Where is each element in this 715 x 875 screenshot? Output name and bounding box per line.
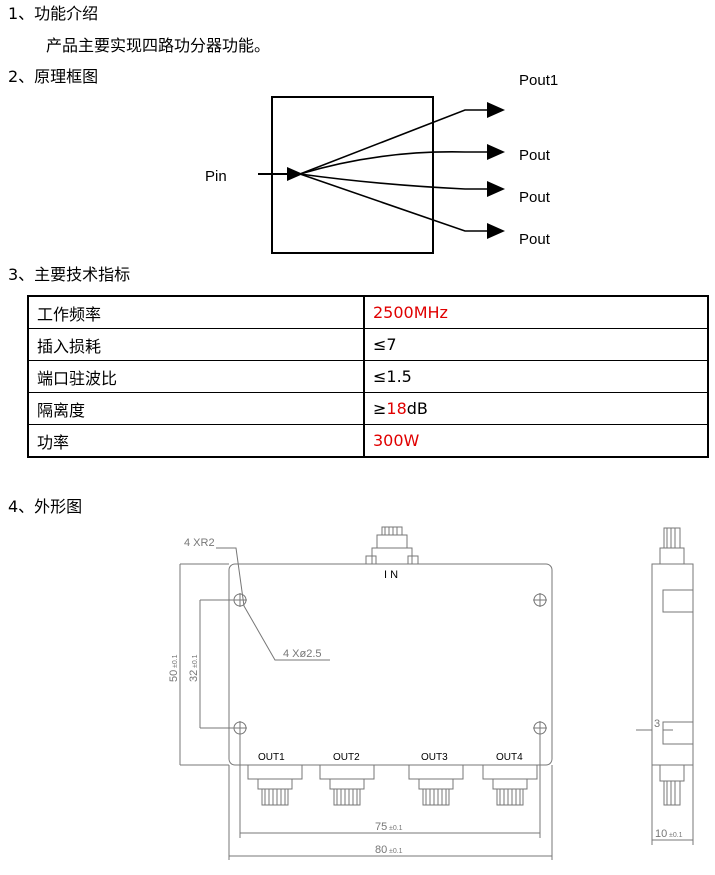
hole-pitch-dimension: 75 xyxy=(375,821,387,833)
spec-value: 300W xyxy=(363,424,709,458)
splitter-body xyxy=(228,563,553,766)
section-4-title: 4、外形图 xyxy=(8,497,83,516)
side-offset-dimension: 3 xyxy=(654,718,660,730)
side-connector-icon xyxy=(659,527,685,565)
corner-radius-label: 4 XR2 xyxy=(184,537,215,549)
table-row: 工作频率 2500MHz xyxy=(27,295,709,329)
output-port-label: OUT1 xyxy=(258,752,285,763)
output-connector-icon xyxy=(408,764,464,806)
output-connector-icon xyxy=(247,764,303,806)
width-dimension: 80 xyxy=(375,844,387,856)
pin-label: Pin xyxy=(205,168,227,185)
spec-value: ≤1.5 xyxy=(363,360,709,393)
hole-span-dimension: 32 xyxy=(188,670,200,682)
spec-name: 隔离度 xyxy=(27,392,365,425)
svg-text:±0.1: ±0.1 xyxy=(669,832,683,839)
mount-hole-icon xyxy=(533,593,547,607)
block-diagram: Pin Pout1 Pout Pout Pout xyxy=(205,72,558,254)
svg-text:±0.1: ±0.1 xyxy=(389,825,403,832)
function-description: 产品主要实现四路功分器功能。 xyxy=(46,36,271,55)
height-dimension: 50 xyxy=(168,670,180,682)
spec-name: 端口驻波比 xyxy=(27,360,365,393)
output-arrow-icon xyxy=(487,181,505,197)
table-row: 端口驻波比 ≤1.5 xyxy=(27,360,709,393)
output-connector-icon xyxy=(319,764,375,806)
output-connector-icon xyxy=(482,764,538,806)
section-1-title: 1、功能介绍 xyxy=(8,4,99,23)
input-connector-icon xyxy=(365,526,419,565)
output-port-label: OUT3 xyxy=(421,752,448,763)
spec-value: ≤7 xyxy=(363,328,709,361)
output-arrow-icon xyxy=(487,223,505,239)
output-port-label: OUT2 xyxy=(333,752,360,763)
output-port-label: OUT4 xyxy=(496,752,523,763)
hole-size-label: 4 Xø2.5 xyxy=(283,648,322,660)
spec-name: 工作频率 xyxy=(27,295,365,329)
svg-text:±0.1: ±0.1 xyxy=(172,654,179,668)
table-row: 插入损耗 ≤7 xyxy=(27,328,709,361)
thickness-dimension: 10 xyxy=(655,828,667,840)
table-row: 隔离度 ≥18dB xyxy=(27,392,709,425)
side-view-body xyxy=(651,563,694,766)
output-arrow-icon xyxy=(487,144,505,160)
outline-drawing: 4 XR2 4 Xø2.5 I N OUT1 OUT2 OUT3 OUT4 50… xyxy=(168,526,694,860)
spec-value: ≥18dB xyxy=(363,392,709,425)
svg-text:±0.1: ±0.1 xyxy=(389,848,403,855)
output-arrow-icon xyxy=(487,102,505,118)
table-row: 功率 300W xyxy=(27,424,709,458)
section-2-title: 2、原理框图 xyxy=(8,67,99,86)
section-3-title: 3、主要技术指标 xyxy=(8,265,131,284)
input-arrow-icon xyxy=(287,167,303,181)
spec-value: 2500MHz xyxy=(363,295,709,329)
svg-text:±0.1: ±0.1 xyxy=(192,654,199,668)
pout-label-2: Pout xyxy=(519,147,551,164)
side-connector-icon xyxy=(659,764,685,806)
input-port-label: I N xyxy=(384,569,398,581)
pout-label-1: Pout1 xyxy=(519,72,558,89)
pout-label-4: Pout xyxy=(519,231,551,248)
spec-name: 功率 xyxy=(27,424,365,458)
spec-name: 插入损耗 xyxy=(27,328,365,361)
pout-label-3: Pout xyxy=(519,189,551,206)
spec-table: 工作频率 2500MHz 插入损耗 ≤7 端口驻波比 ≤1.5 隔离度 ≥18d… xyxy=(27,295,709,458)
